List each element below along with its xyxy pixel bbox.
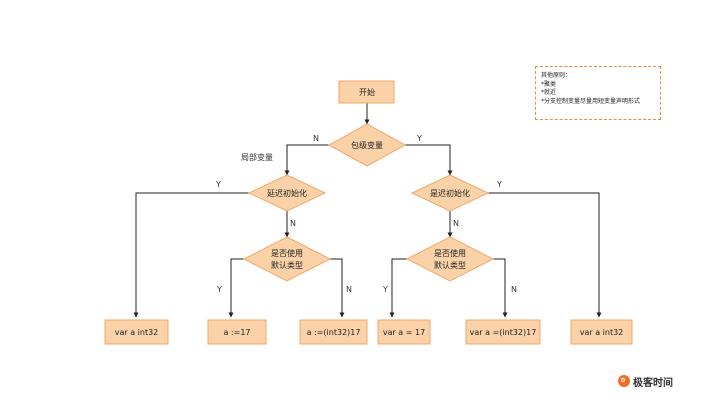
nodes [104, 80, 633, 345]
note-title: 其他原则： [541, 72, 572, 79]
result-label-r5: var a =(int32)17 [470, 328, 537, 337]
brand-name: 极客时间 [633, 377, 673, 389]
left-default-label-2: 默认类型 [271, 260, 303, 270]
label-package-yes: Y [416, 134, 422, 143]
package-label: 包级变量 [351, 140, 383, 150]
result-a-int32-17-short [299, 319, 368, 345]
edge-package-no [284, 144, 329, 176]
geektime-logo-icon [618, 375, 630, 387]
result-var-a-17 [377, 319, 431, 345]
label-right-default-no: N [511, 285, 517, 294]
result-var-a-int32-left [104, 319, 169, 345]
left-default-decision [242, 236, 332, 282]
edge-left-default-no [330, 258, 345, 318]
label-right-delay-no: N [453, 219, 459, 228]
result-label-r1: var a int32 [115, 328, 159, 337]
result-a-17 [207, 319, 267, 345]
right-default-label-2: 默认类型 [434, 260, 466, 270]
principles-note: 其他原则： *聚类 *就近 *分支控制变量尽量用短变量声明形式 [535, 66, 661, 120]
right-default-decision [405, 236, 495, 282]
result-label-r4: var a = 17 [383, 328, 425, 337]
edge-right-default-no [493, 258, 508, 318]
label-left-default-yes: Y [216, 285, 222, 294]
result-label-r2: a :=17 [223, 328, 250, 337]
result-label-r6: var a int32 [580, 328, 624, 337]
note-item-cluster: *聚类 [541, 80, 557, 88]
result-label-r3: a :=(int32)17 [307, 328, 361, 337]
label-left-delay-yes: Y [215, 180, 221, 189]
start-label: 开始 [359, 87, 375, 97]
edge-right-default-yes [389, 258, 407, 318]
brand-logo: 极客时间 [618, 373, 673, 389]
right-default-label-1: 是否使用 [434, 248, 466, 258]
result-var-a-int32-17 [465, 319, 541, 345]
label-local-variable: 局部变量 [241, 152, 273, 162]
edge-left-delay-yes [133, 192, 249, 318]
left-delay-label: 延迟初始化 [267, 188, 307, 198]
start-node [338, 80, 395, 104]
result-var-a-int32-right [570, 319, 633, 345]
right-delay-decision [410, 174, 490, 212]
edge-left-default-yes [228, 258, 244, 318]
note-item-branch: *分支控制变量尽量用短变量声明形式 [541, 97, 641, 105]
package-decision [327, 123, 407, 167]
label-left-default-no: N [346, 285, 352, 294]
edge-package-yes [405, 144, 453, 176]
note-item-nearby: *就近 [541, 89, 557, 96]
node-labels: 开始 包级变量 延迟初始化 是迟初始化 是否使用 默认类型 是否使用 默认类型 … [115, 87, 624, 337]
label-right-default-yes: Y [382, 285, 388, 294]
label-package-no: N [313, 134, 319, 143]
left-default-label-1: 是否使用 [271, 248, 303, 258]
left-delay-decision [247, 174, 327, 212]
label-left-delay-no: N [290, 219, 296, 228]
right-delay-label: 是迟初始化 [430, 188, 470, 198]
edge-labels: N Y 局部变量 Y N Y N Y N Y N [215, 134, 517, 294]
label-right-delay-yes: Y [496, 180, 502, 189]
